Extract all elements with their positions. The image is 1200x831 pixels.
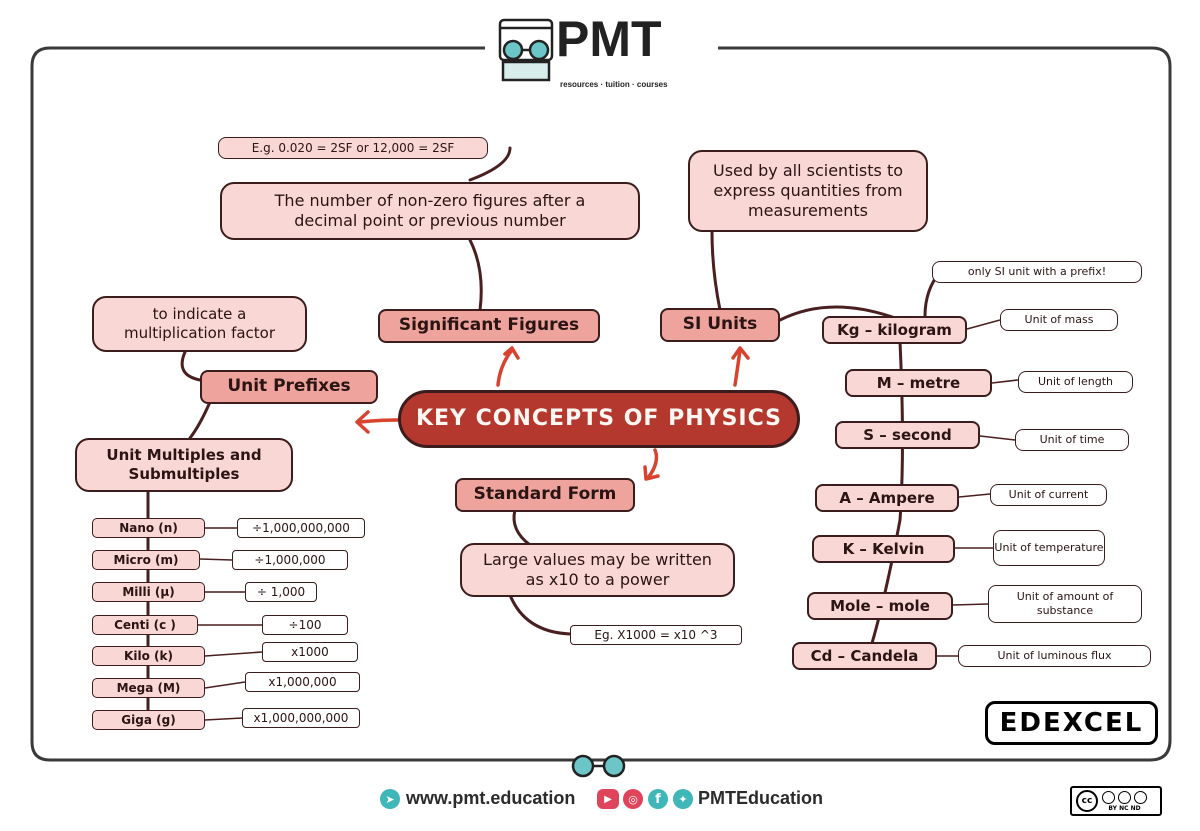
by-icon: [1102, 790, 1115, 804]
page-frame: [30, 46, 1172, 762]
connector-sigfig-example: [468, 146, 512, 182]
si-unit-m: M – metre: [845, 369, 992, 397]
prefix-value-kilo: x1000: [262, 642, 358, 662]
prefix-micro: Micro (m): [92, 550, 200, 570]
social-handle-link[interactable]: PMTEducation: [698, 788, 823, 808]
arrow-to-si-units: [731, 346, 750, 387]
prefix-centi: Centi (c ): [92, 615, 198, 635]
si-desc-a: Unit of current: [990, 484, 1107, 506]
si-desc-m: Unit of length: [1018, 371, 1133, 393]
si-units-title: SI Units: [660, 308, 780, 342]
prefix-nano: Nano (n): [92, 518, 205, 538]
prefix-kilo: Kilo (k): [92, 646, 205, 666]
arrow-to-standard-form: [643, 448, 660, 481]
creative-commons-badge: cc BY NC ND: [1070, 786, 1162, 816]
sig-figs-example: E.g. 0.020 = 2SF or 12,000 = 2SF: [218, 137, 488, 159]
si-prefix-note: only SI unit with a prefix!: [932, 261, 1142, 283]
connector-sf-example: [508, 593, 572, 636]
cursor-icon: ➤: [380, 789, 400, 809]
si-desc-cd: Unit of luminous flux: [958, 645, 1151, 667]
arrow-to-unit-prefixes: [355, 410, 400, 434]
nc-icon: [1118, 790, 1131, 804]
connector-sf-def: [512, 508, 532, 547]
prefix-value-giga: x1,000,000,000: [242, 708, 360, 728]
sig-figs-definition: The number of non-zero figures after a d…: [220, 182, 640, 240]
si-unit-s: S – second: [835, 421, 980, 449]
central-topic: KEY CONCEPTS OF PHYSICS: [398, 390, 800, 448]
prefix-value-micro: ÷1,000,000: [232, 550, 348, 570]
si-desc-mole: Unit of amount of substance: [988, 585, 1142, 623]
prefix-value-centi: ÷100: [262, 615, 348, 635]
sig-figs-title: Significant Figures: [378, 309, 600, 343]
prefix-mega: Mega (M): [92, 678, 205, 698]
connector-prefix-multiples: [188, 400, 212, 440]
si-unit-mole: Mole – mole: [807, 592, 953, 620]
si-unit-a: A – Ampere: [815, 484, 959, 512]
pmt-logo-mark: [498, 18, 554, 82]
youtube-icon[interactable]: ▶: [597, 789, 619, 809]
exam-board-badge: EDEXCEL: [985, 701, 1158, 745]
prefix-milli: Milli (μ): [92, 582, 205, 602]
connector-kg-desc: [966, 319, 1001, 330]
unit-multiples-title: Unit Multiples and Submultiples: [75, 438, 293, 492]
standard-form-definition: Large values may be written as x10 to a …: [460, 543, 735, 597]
unit-prefixes-title: Unit Prefixes: [200, 370, 378, 404]
connector-m-desc: [991, 379, 1019, 384]
si-unit-k: K – Kelvin: [812, 535, 955, 563]
footer-glasses-icon: [571, 754, 626, 778]
license-label: BY NC ND: [1108, 804, 1141, 812]
connector-giga: [204, 717, 243, 721]
connector-mega: [204, 681, 246, 689]
standard-form-example: Eg. X1000 = x10 ^3: [570, 625, 742, 645]
si-desc-k: Unit of temperature: [993, 530, 1105, 566]
prefix-value-milli: ÷ 1,000: [245, 582, 317, 602]
instagram-icon[interactable]: ◎: [623, 789, 643, 809]
connector-a-desc: [958, 493, 991, 498]
connector-kilo: [204, 651, 263, 657]
twitter-icon[interactable]: ✦: [673, 789, 693, 809]
facebook-icon[interactable]: f: [648, 789, 668, 809]
connector-prefix-def: [180, 350, 202, 382]
si-units-definition: Used by all scientists to express quanti…: [688, 150, 928, 232]
standard-form-title: Standard Form: [455, 478, 635, 512]
si-unit-kg: Kg – kilogram: [822, 316, 967, 344]
connector-s-desc: [979, 435, 1016, 441]
connector-sigfig-def: [468, 238, 483, 312]
connector-si-def: [710, 230, 722, 312]
connector-micro: [199, 558, 233, 561]
arrow-to-sig-figs: [496, 346, 520, 387]
cc-icon: cc: [1076, 790, 1098, 812]
prefix-value-nano: ÷1,000,000,000: [237, 518, 365, 538]
si-desc-s: Unit of time: [1015, 429, 1129, 451]
si-unit-cd: Cd – Candela: [792, 642, 937, 670]
connector-si-kg: [778, 305, 897, 322]
prefix-value-mega: x1,000,000: [245, 672, 360, 692]
si-desc-kg: Unit of mass: [1000, 309, 1118, 331]
website-link[interactable]: www.pmt.education: [406, 788, 576, 808]
pmt-logo-tagline: resources · tuition · courses: [560, 80, 668, 89]
unit-prefixes-definition: to indicate a multiplication factor: [92, 296, 307, 352]
prefix-giga: Giga (g): [92, 710, 205, 730]
connector-mole-desc: [952, 603, 989, 606]
pmt-logo-text: PMT: [556, 11, 662, 67]
nd-icon: [1134, 790, 1147, 804]
